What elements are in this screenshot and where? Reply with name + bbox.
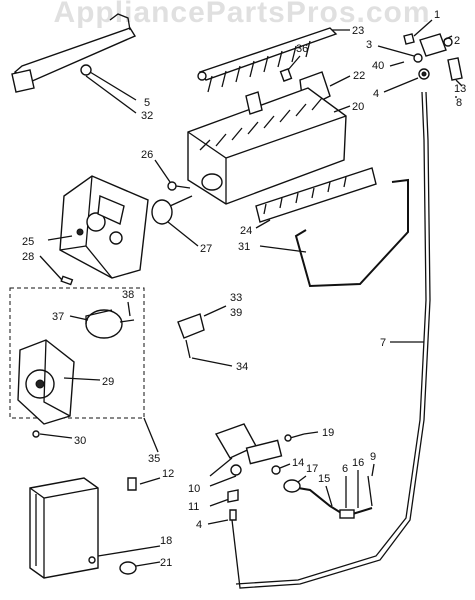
label-37: 37 [52, 311, 64, 323]
label-27: 27 [200, 243, 212, 255]
label-1: 1 [434, 9, 440, 21]
label-40: 40 [372, 60, 384, 72]
label-16: 16 [352, 457, 364, 469]
label-36: 36 [296, 43, 308, 55]
part-fitting-2[interactable] [419, 33, 453, 57]
part-ejector-arm[interactable] [11, 13, 137, 93]
label-15: 15 [318, 473, 330, 485]
label-32: 32 [141, 110, 153, 122]
part-fitting-4[interactable] [418, 68, 430, 80]
part-motor[interactable] [85, 309, 135, 339]
label-19: 19 [322, 427, 334, 439]
label-38: 38 [122, 289, 134, 301]
label-21: 21 [160, 557, 172, 569]
part-26[interactable] [167, 181, 191, 191]
label-25: 25 [22, 236, 34, 248]
label-6: 6 [342, 463, 348, 475]
part-fitting-13[interactable] [447, 57, 463, 81]
part-control-housing[interactable] [59, 175, 149, 279]
watermark: AppliancePartsPros.com [53, 0, 431, 29]
label-2: 2 [454, 35, 460, 47]
part-bracket[interactable] [177, 313, 205, 339]
label-22: 22 [353, 70, 365, 82]
label-29: 29 [102, 376, 114, 388]
part-stripper[interactable] [255, 167, 377, 223]
label-9: 9 [370, 451, 376, 463]
part-knob-21[interactable] [119, 561, 137, 575]
label-31: 31 [238, 241, 250, 253]
label-11: 11 [188, 501, 199, 513]
part-screw-34[interactable] [185, 339, 191, 359]
part-36[interactable] [279, 68, 293, 82]
label-18: 18 [160, 535, 172, 547]
part-19[interactable] [284, 433, 305, 442]
label-26: 26 [141, 149, 153, 161]
label-14: 14 [292, 457, 304, 469]
part-water-valve[interactable] [214, 423, 283, 476]
label-23: 23 [352, 25, 364, 37]
part-screw-40[interactable] [389, 61, 405, 67]
part-motor-plate[interactable] [17, 339, 75, 425]
label-5: 5 [144, 97, 150, 109]
part-ice-bin[interactable] [29, 477, 99, 579]
label-33: 33 [230, 292, 242, 304]
label-7: 7 [380, 337, 386, 349]
part-screw-28[interactable] [60, 275, 74, 286]
part-14[interactable] [271, 465, 281, 475]
part-inlet-4[interactable] [229, 509, 237, 521]
label-3: 3 [366, 39, 372, 51]
part-27[interactable] [151, 195, 193, 225]
label-8: 8 [456, 97, 462, 109]
part-12[interactable] [127, 477, 137, 491]
label-13: 13 [454, 83, 466, 95]
part-shutoff-arm[interactable] [294, 178, 409, 288]
label-39: 39 [230, 307, 242, 319]
label-28: 28 [22, 251, 34, 263]
label-12: 12 [162, 468, 174, 480]
label-17: 17 [306, 463, 318, 475]
part-fitting-1[interactable] [403, 33, 415, 45]
label-35: 35 [148, 453, 160, 465]
part-water-line[interactable] [231, 91, 431, 589]
label-24: 24 [240, 225, 252, 237]
part-screw-30[interactable] [32, 430, 40, 438]
label-20: 20 [352, 101, 364, 113]
label-4-top: 4 [373, 88, 379, 100]
part-inlet-fitting-11[interactable] [227, 489, 239, 503]
part-ice-mold[interactable] [187, 87, 347, 205]
label-30: 30 [74, 435, 86, 447]
part-ejector-blade[interactable] [197, 27, 338, 93]
label-10: 10 [188, 483, 200, 495]
part-fill-tube[interactable] [283, 475, 373, 519]
label-34: 34 [236, 361, 248, 373]
part-fitting-3[interactable] [413, 53, 423, 63]
label-4: 4 [196, 519, 202, 531]
